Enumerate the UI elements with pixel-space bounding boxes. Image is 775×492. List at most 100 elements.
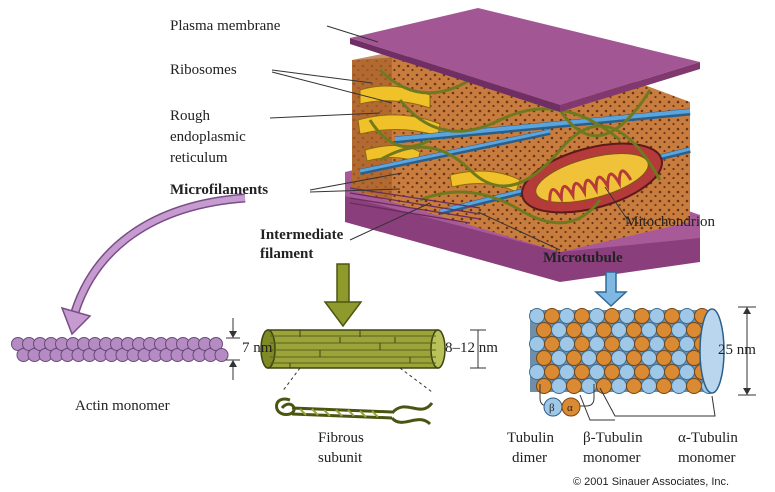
beta-tubulin-bead: [605, 337, 620, 352]
microtubule: [530, 309, 725, 394]
microtubule-arrow: [596, 272, 626, 306]
actin-scale-arrow-bottom: [229, 360, 237, 367]
alpha-tubulin-bead: [620, 365, 635, 380]
alpha-tubulin-bead: [552, 351, 567, 366]
beta-tubulin-bead: [635, 309, 650, 324]
actin-scale: [226, 318, 240, 380]
beta-tubulin-bead: [605, 309, 620, 324]
microtubule-scale-arrow-top: [743, 307, 751, 314]
label-beta-1: β-Tubulin: [583, 430, 643, 447]
alpha-tubulin-bead: [642, 323, 657, 338]
label-microtubule: Microtubule: [543, 250, 623, 267]
label-microtubule-size: 25 nm: [718, 342, 756, 359]
alpha-tubulin-bead: [650, 337, 665, 352]
beta-tubulin-bead: [537, 379, 552, 394]
beta-tubulin-bead: [665, 365, 680, 380]
alpha-tubulin-bead: [650, 309, 665, 324]
alpha-tubulin-bead: [590, 309, 605, 324]
actin-arrow-fill: [75, 198, 245, 312]
alpha-tubulin-bead: [530, 337, 545, 352]
alpha-tubulin-bead: [672, 351, 687, 366]
label-intermediate-2: filament: [260, 246, 313, 263]
beta-tubulin-bead: [665, 337, 680, 352]
beta-tubulin-bead: [665, 309, 680, 324]
beta-tubulin-bead: [537, 351, 552, 366]
label-microfilaments: Microfilaments: [170, 182, 268, 199]
beta-tubulin-bead: [687, 351, 702, 366]
actin-filament: [12, 338, 229, 362]
label-plasma-membrane: Plasma membrane: [170, 18, 280, 35]
label-tubulin-1: Tubulin: [507, 430, 554, 447]
beta-tubulin-bead: [537, 323, 552, 338]
label-rough-er-1: Rough: [170, 108, 210, 125]
beta-tubulin-bead: [635, 365, 650, 380]
actin-arrow-head: [62, 308, 90, 334]
label-fibrous-1: Fibrous: [318, 430, 364, 447]
label-fibrous-2: subunit: [318, 450, 362, 467]
actin-scale-arrow-top: [229, 331, 237, 338]
alpha-tubulin-bead: [612, 351, 627, 366]
alpha-tubulin-bead: [642, 351, 657, 366]
beta-tubulin-bead: [657, 351, 672, 366]
beta-tubulin-bead: [545, 365, 560, 380]
alpha-tubulin-bead: [530, 309, 545, 324]
alpha-tubulin-bead: [680, 365, 695, 380]
beta-tubulin-bead: [627, 323, 642, 338]
beta-tubulin-bead: [575, 337, 590, 352]
label-intermediate-1: Intermediate: [260, 227, 343, 244]
alpha-tubulin-bead: [560, 337, 575, 352]
alpha-tubulin-bead: [552, 323, 567, 338]
beta-tubulin-bead: [545, 337, 560, 352]
alpha-tubulin-bead: [560, 365, 575, 380]
beta-tubulin-bead: [567, 351, 582, 366]
label-alpha-1: α-Tubulin: [678, 430, 738, 447]
alpha-tubulin-bead: [620, 309, 635, 324]
fibrous-dash-left: [282, 368, 300, 392]
beta-tubulin-bead: [597, 351, 612, 366]
microtubule-scale-arrow-bottom: [743, 388, 751, 395]
beta-tubulin-bead: [597, 379, 612, 394]
label-rough-er-3: reticulum: [170, 150, 227, 167]
cell-block: [345, 8, 700, 282]
beta-tubulin-bead: [635, 337, 650, 352]
alpha-tubulin-bead: [612, 379, 627, 394]
label-mitochondrion: Mitochondrion: [625, 214, 715, 231]
alpha-tubulin-bead: [612, 323, 627, 338]
beta-tubulin-bead: [575, 309, 590, 324]
alpha-tubulin-bead: [680, 337, 695, 352]
alpha-tubulin-bead: [582, 323, 597, 338]
alpha-tubulin-bead: [650, 365, 665, 380]
beta-tubulin-bead: [575, 365, 590, 380]
copyright-notice: © 2001 Sinauer Associates, Inc.: [573, 474, 729, 491]
beta-tubulin-bead: [605, 365, 620, 380]
beta-pointer: [580, 395, 615, 420]
alpha-tubulin-bead: [590, 365, 605, 380]
label-actin-monomer: Actin monomer: [75, 398, 170, 415]
beta-tubulin-bead: [657, 323, 672, 338]
beta-tubulin-bead: [627, 351, 642, 366]
beta-tubulin-bead: [627, 379, 642, 394]
beta-tubulin-bead: [567, 379, 582, 394]
alpha-tubulin-bead: [672, 323, 687, 338]
alpha-tubulin-bead: [642, 379, 657, 394]
label-beta-2: monomer: [583, 450, 641, 467]
alpha-tubulin-bead: [552, 379, 567, 394]
beta-tubulin-bead: [657, 379, 672, 394]
beta-tubulin-bead: [545, 309, 560, 324]
alpha-tubulin-bead: [530, 365, 545, 380]
label-rough-er-2: endoplasmic: [170, 129, 246, 146]
alpha-tubulin-bead: [560, 309, 575, 324]
label-intermediate-size: 8–12 nm: [445, 340, 498, 357]
label-tubulin-2: dimer: [512, 450, 547, 467]
intermediate-arrow-head: [325, 302, 361, 326]
alpha-tubulin-bead: [582, 351, 597, 366]
beta-tubulin-bead: [687, 323, 702, 338]
beta-tubulin-bead: [597, 323, 612, 338]
beta-tubulin-bead: [687, 379, 702, 394]
alpha-tubulin-bead: [590, 337, 605, 352]
fibrous-dash-right: [400, 368, 432, 392]
fibrous-subunit: [277, 399, 433, 424]
intermediate-arrow-shaft: [337, 264, 349, 304]
alpha-tubulin-bead: [680, 309, 695, 324]
